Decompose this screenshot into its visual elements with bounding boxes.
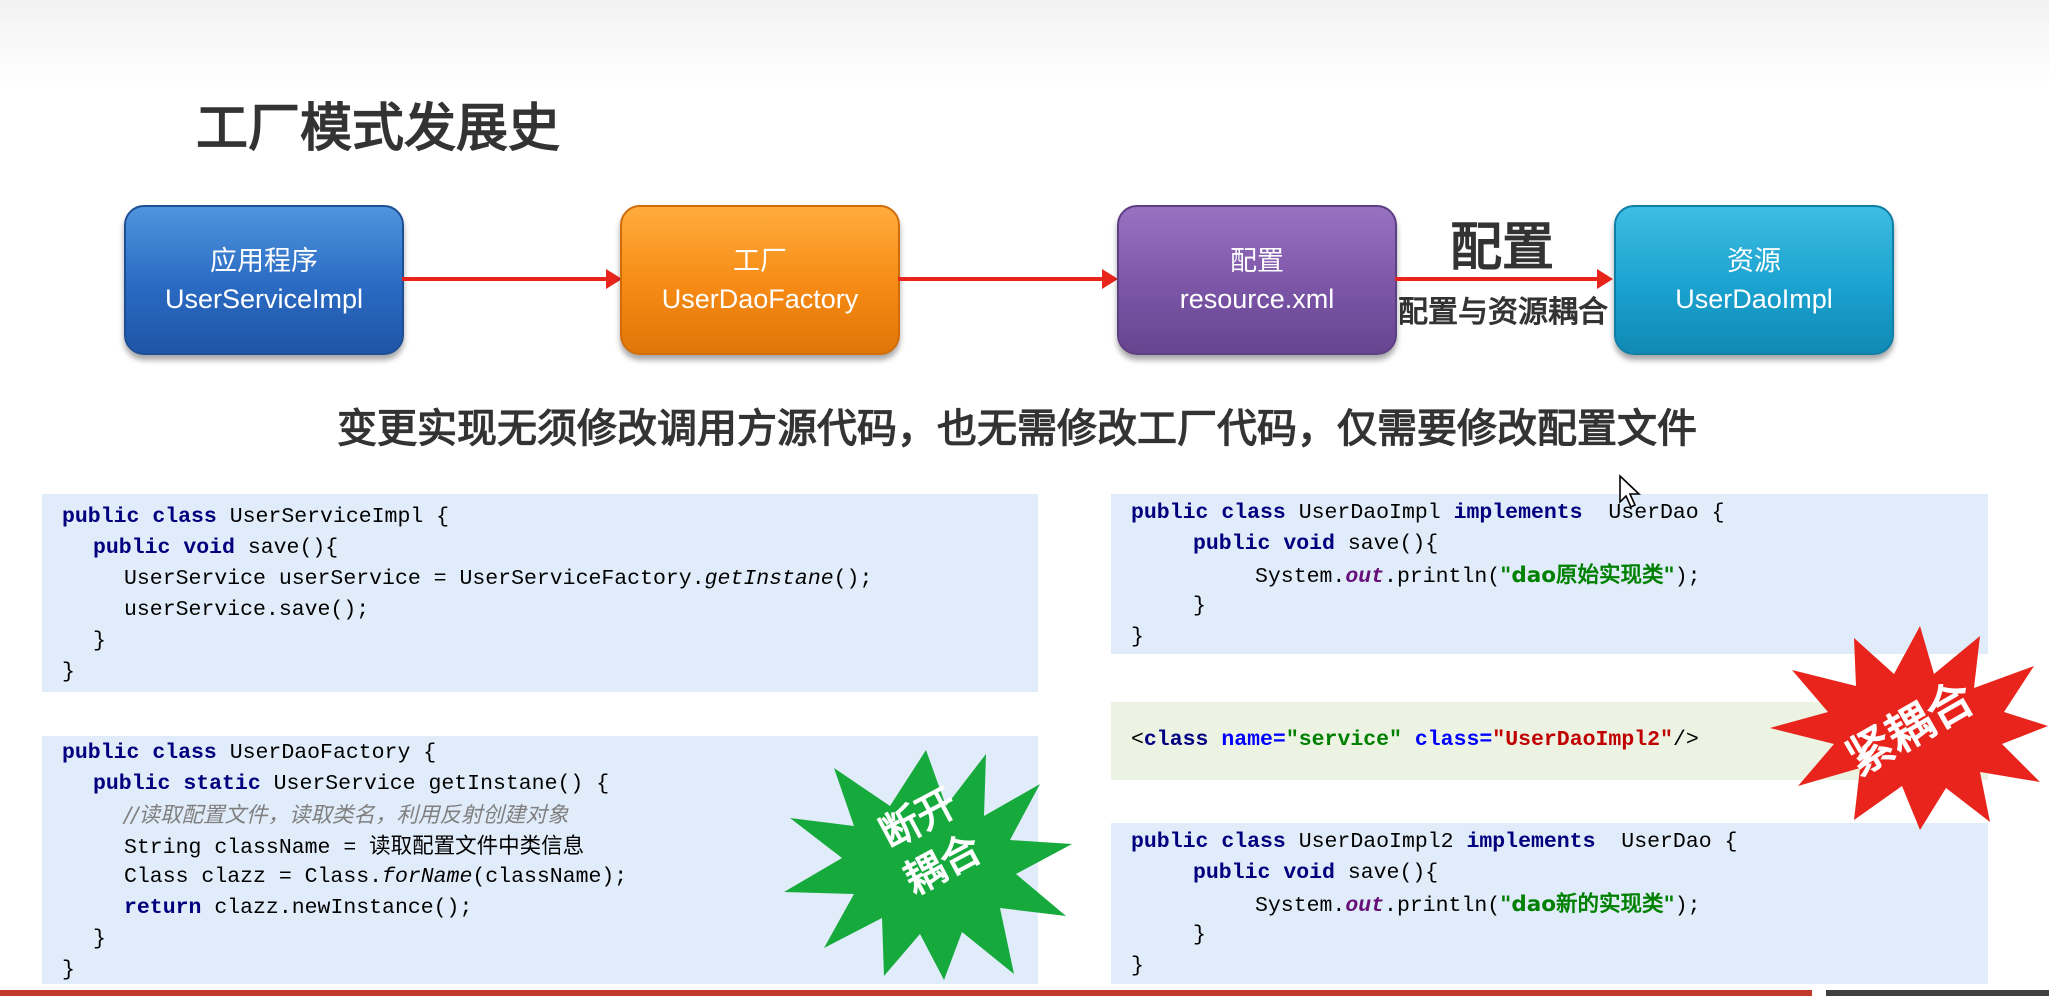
bottom-dark-bar (1826, 990, 2049, 996)
code-line: } (1193, 923, 1206, 947)
summary-text: 变更实现无须修改调用方源代码，也无需修改工厂代码，仅需要修改配置文件 (337, 406, 1697, 452)
tight-coupling-burst-icon (1770, 626, 2048, 830)
flow-box-class: resource.xml (1179, 284, 1335, 314)
flow-arrow (898, 269, 1118, 289)
code-line: return clazz.newInstance(); (124, 896, 473, 920)
decouple-burst-icon (784, 750, 1072, 980)
slide-title: 工厂模式发展史 (196, 99, 561, 159)
code-line: } (62, 660, 75, 684)
code-block-dao: public class UserDaoImpl implements User… (1111, 494, 1988, 654)
code-line: public void save(){ (1193, 861, 1439, 885)
flow-box-label: 应用程序 (210, 246, 318, 276)
code-line: } (93, 927, 106, 951)
code-line: public class UserServiceImpl { (62, 505, 450, 529)
flow-box-label: 工厂 (733, 246, 787, 276)
flow-box-label: 配置 (1230, 246, 1284, 276)
code-line: public class UserDaoImpl implements User… (1131, 501, 1725, 525)
code-line: System.out.println("dao原始实现类"); (1255, 563, 1701, 589)
flow-box-factory: 工厂 UserDaoFactory (620, 205, 900, 355)
mouse-cursor-icon (1619, 474, 1642, 509)
flow-arrow (402, 269, 622, 289)
code-line: String className = 读取配置文件中类信息 (124, 834, 585, 860)
config-label: 配置 (1450, 218, 1555, 278)
code-line: } (62, 958, 75, 982)
code-line: } (1131, 954, 1144, 978)
code-block-service: public class UserServiceImpl { public vo… (42, 494, 1038, 692)
code-line: userService.save(); (124, 598, 370, 622)
code-line: UserService userService = UserServiceFac… (124, 567, 873, 591)
code-block-factory: public class UserDaoFactory { public sta… (42, 736, 1038, 984)
flow-arrow (1395, 269, 1613, 289)
flow-box-class: UserDaoImpl (1675, 284, 1833, 314)
flow-box-label: 资源 (1727, 246, 1781, 276)
flow-box-class: UserDaoFactory (661, 284, 859, 314)
code-line: Class clazz = Class.forName(className); (124, 865, 628, 889)
code-line: public class UserDaoFactory { (62, 741, 437, 765)
flow-box-config: 配置 resource.xml (1117, 205, 1397, 355)
code-line: } (1193, 594, 1206, 618)
code-line: System.out.println("dao新的实现类"); (1255, 892, 1701, 918)
flow-box-application: 应用程序 UserServiceImpl (124, 205, 404, 355)
code-line: } (1131, 625, 1144, 649)
code-line: public static UserService getInstane() { (93, 772, 610, 796)
code-line: } (93, 629, 106, 653)
code-line: public class UserDaoImpl2 implements Use… (1131, 830, 1738, 854)
code-line: public void save(){ (1193, 532, 1439, 556)
code-block-dao2: public class UserDaoImpl2 implements Use… (1111, 823, 1988, 984)
coupling-label: 配置与资源耦合 (1398, 295, 1608, 330)
flow-box-resource: 资源 UserDaoImpl (1614, 205, 1894, 355)
flow-box-class: UserServiceImpl (164, 284, 364, 314)
code-comment: //读取配置文件，读取类名，利用反射创建对象 (124, 803, 569, 828)
code-line: <class name="service" class="UserDaoImpl… (1131, 728, 1699, 752)
bottom-accent-bar (0, 990, 1812, 996)
code-line: public void save(){ (93, 536, 339, 560)
